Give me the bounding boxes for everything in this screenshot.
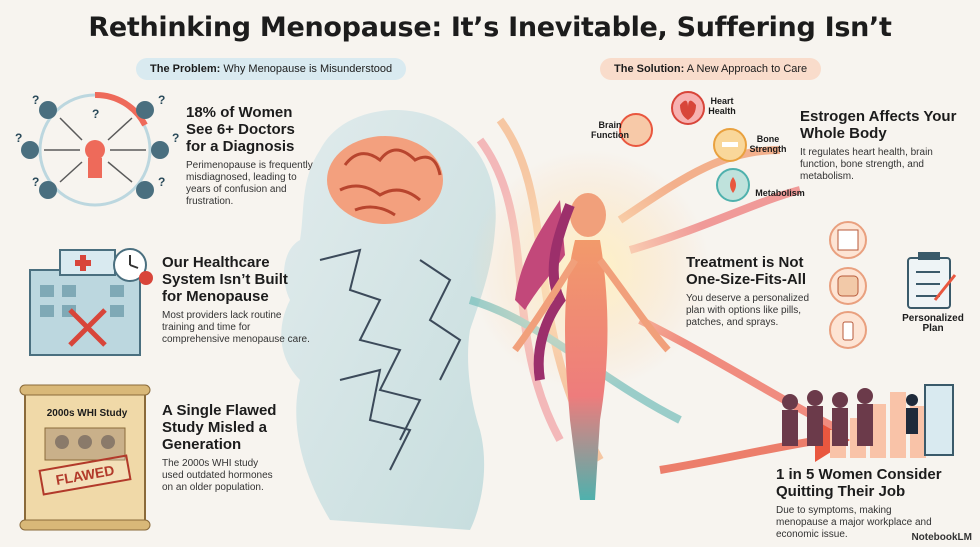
healthcare-section: Our Healthcare System Isn’t Built for Me… — [162, 254, 310, 346]
treatment-section: Treatment is Not One-Size-Fits-All You d… — [686, 254, 826, 329]
doctors-body: Perimenopause is frequently misdiagnosed… — [186, 160, 313, 207]
brain-function-label: Brain Function — [591, 120, 629, 140]
estrogen-heading: Estrogen Affects Your Whole Body — [800, 108, 957, 142]
organ-icons — [619, 91, 750, 202]
problem-pill: The Problem: Why Menopause is Misunderst… — [136, 58, 407, 80]
svg-text:?: ? — [92, 107, 99, 121]
svg-text:?: ? — [158, 93, 165, 107]
problem-pill-bold: The Problem: — [150, 63, 221, 75]
svg-text:?: ? — [158, 175, 165, 189]
notebooklm-watermark: NotebookLM — [911, 532, 972, 543]
study-heading: A Single Flawed Study Misled a Generatio… — [162, 402, 277, 453]
metabolism-label: Metabolism — [755, 188, 805, 198]
study-scroll-illustration — [19, 384, 151, 531]
healthcare-body: Most providers lack routine training and… — [162, 310, 310, 345]
svg-text:?: ? — [172, 131, 179, 145]
women-workforce-illustration — [782, 384, 954, 458]
page-title: Rethinking Menopause: It’s Inevitable, S… — [88, 12, 892, 43]
problem-pill-text: Why Menopause is Misunderstood — [220, 63, 393, 75]
doctors-circle-illustration: ?? ?? ?? ? — [15, 91, 179, 207]
personalized-plan-label: Personalized Plan — [902, 313, 964, 334]
estrogen-body: It regulates heart health, brain functio… — [800, 147, 933, 182]
medication-icons — [829, 221, 867, 349]
study-body: The 2000s WHI study used outdated hormon… — [162, 458, 273, 493]
woman-figure — [512, 193, 671, 500]
svg-text:?: ? — [32, 93, 39, 107]
heart-health-label: Heart Health — [708, 96, 736, 116]
clipboard-illustration — [907, 252, 957, 309]
doctors-heading: 18% of Women See 6+ Doctors for a Diagno… — [186, 104, 295, 155]
solution-pill-bold: The Solution: — [614, 63, 685, 75]
healthcare-heading: Our Healthcare System Isn’t Built for Me… — [162, 254, 288, 305]
workforce-section: 1 in 5 Women Consider Quitting Their Job… — [776, 466, 956, 541]
solution-pill-text: A New Approach to Care — [684, 63, 808, 75]
head-silhouette — [281, 110, 496, 530]
brain-illustration — [327, 136, 443, 224]
solution-pill: The Solution: A New Approach to Care — [600, 58, 822, 80]
treatment-body: You deserve a personalized plan with opt… — [686, 293, 810, 328]
bone-strength-label: Bone Strength — [749, 134, 787, 154]
svg-text:?: ? — [15, 131, 22, 145]
doctors-section: 18% of Women See 6+ Doctors for a Diagno… — [186, 104, 316, 208]
hospital-illustration — [29, 248, 153, 356]
study-scroll-label: 2000s WHI Study — [46, 408, 128, 419]
estrogen-section: Estrogen Affects Your Whole Body It regu… — [800, 108, 970, 183]
treatment-heading: Treatment is Not One-Size-Fits-All — [686, 254, 807, 288]
svg-text:?: ? — [32, 175, 39, 189]
study-section: A Single Flawed Study Misled a Generatio… — [162, 402, 292, 494]
workforce-body: Due to symptoms, making menopause a majo… — [776, 505, 932, 540]
workforce-heading: 1 in 5 Women Consider Quitting Their Job — [776, 466, 942, 500]
